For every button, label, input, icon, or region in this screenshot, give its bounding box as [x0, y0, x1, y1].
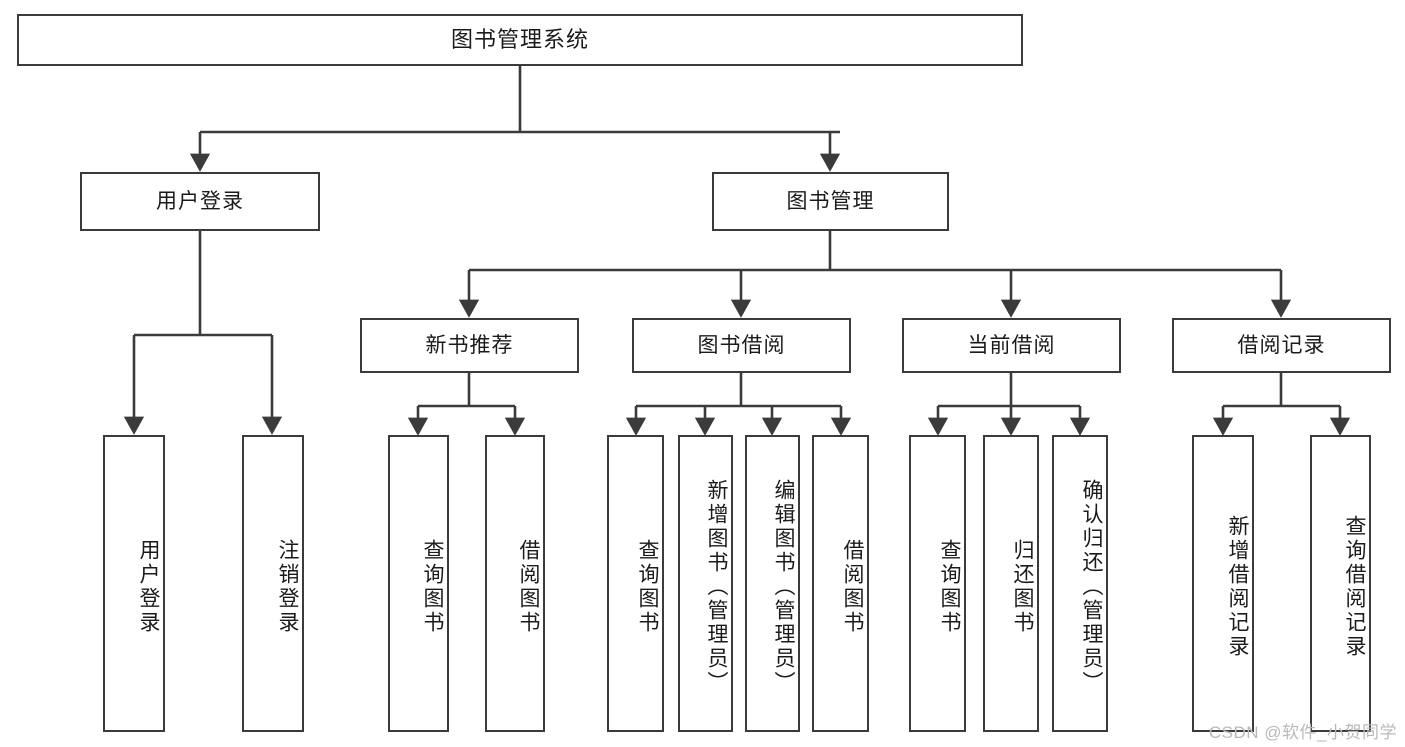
node-leaf-user-logout-label: 注销登录	[276, 538, 299, 635]
node-borrow-record-label: 借阅记录	[1237, 333, 1326, 357]
node-leaf-borrow-book-2[interactable]: 借阅图书	[812, 435, 869, 732]
node-leaf-borrow-book-2-label: 借阅图书	[841, 538, 864, 635]
node-leaf-user-login-label: 用户登录	[137, 538, 160, 635]
node-current-borrow-label: 当前借阅	[967, 333, 1056, 357]
node-leaf-query-borrow-record[interactable]: 查询借阅记录	[1310, 435, 1371, 732]
node-current-borrow[interactable]: 当前借阅	[902, 318, 1121, 373]
node-leaf-confirm-return-label: 确认归还（管理员）	[1080, 478, 1103, 695]
node-leaf-add-book-admin-label: 新增图书（管理员）	[705, 478, 728, 695]
node-root[interactable]: 图书管理系统	[17, 14, 1023, 66]
node-leaf-return-book[interactable]: 归还图书	[983, 435, 1039, 732]
node-leaf-query-book-3[interactable]: 查询图书	[909, 435, 966, 732]
node-leaf-edit-book-admin-label: 编辑图书（管理员）	[772, 478, 795, 695]
node-book-borrow[interactable]: 图书借阅	[632, 318, 851, 373]
node-book-manage-label: 图书管理	[786, 189, 875, 213]
node-leaf-return-book-label: 归还图书	[1011, 538, 1034, 635]
node-leaf-query-book-2-label: 查询图书	[636, 538, 659, 635]
node-leaf-query-book-1[interactable]: 查询图书	[388, 435, 449, 732]
node-leaf-borrow-book-1[interactable]: 借阅图书	[485, 435, 545, 732]
node-leaf-user-login[interactable]: 用户登录	[103, 435, 165, 732]
node-new-book-recommend[interactable]: 新书推荐	[360, 318, 579, 373]
node-leaf-user-logout[interactable]: 注销登录	[242, 435, 304, 732]
node-leaf-query-borrow-record-label: 查询借阅记录	[1343, 514, 1366, 659]
node-leaf-query-book-1-label: 查询图书	[421, 538, 444, 635]
node-user-login-label: 用户登录	[156, 189, 244, 213]
node-book-borrow-label: 图书借阅	[697, 333, 786, 357]
node-new-book-recommend-label: 新书推荐	[425, 333, 514, 357]
node-user-login[interactable]: 用户登录	[80, 172, 320, 231]
node-leaf-confirm-return[interactable]: 确认归还（管理员）	[1052, 435, 1108, 732]
node-leaf-query-book-3-label: 查询图书	[938, 538, 961, 635]
node-leaf-add-book-admin[interactable]: 新增图书（管理员）	[678, 435, 733, 732]
node-leaf-borrow-book-1-label: 借阅图书	[517, 538, 540, 635]
node-borrow-record[interactable]: 借阅记录	[1172, 318, 1391, 373]
watermark-credit: CSDN @软件_小贺同学	[1208, 723, 1397, 742]
node-leaf-add-borrow-record-label: 新增借阅记录	[1226, 514, 1249, 659]
node-leaf-query-book-2[interactable]: 查询图书	[607, 435, 664, 732]
node-leaf-add-borrow-record[interactable]: 新增借阅记录	[1192, 435, 1254, 732]
node-book-manage[interactable]: 图书管理	[712, 172, 949, 231]
node-root-label: 图书管理系统	[450, 26, 589, 52]
node-leaf-edit-book-admin[interactable]: 编辑图书（管理员）	[745, 435, 800, 732]
